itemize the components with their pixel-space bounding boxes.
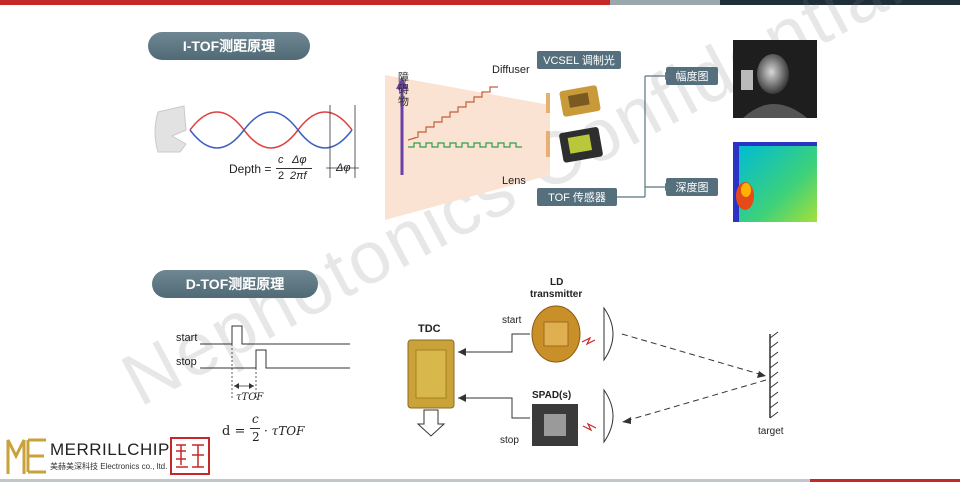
tx-lens: [603, 306, 614, 362]
depth-label: Depth =: [229, 162, 272, 176]
amplitude-tag: 幅度图: [666, 67, 718, 85]
outgoing-beam: [621, 333, 767, 377]
tau-label: τTOF: [236, 392, 264, 403]
stop-pulse: [200, 349, 350, 369]
start-line: [458, 333, 530, 353]
dtof-title: D-TOF测距原理: [152, 270, 318, 298]
dtof-system-diagram: [407, 305, 779, 446]
reflected-square-wave: [408, 142, 522, 148]
top-accent-bar: [0, 0, 960, 5]
emitted-square-wave: [407, 86, 498, 141]
itof-chips: [559, 85, 603, 163]
target-label: target: [758, 426, 784, 437]
lens-label: Lens: [502, 175, 526, 187]
bottom-divider: [0, 479, 960, 482]
stop-line: [458, 397, 530, 419]
returning-beam: [621, 379, 767, 423]
obstacle-label: 障碍物: [398, 72, 409, 108]
dtof-timing-diagram: [200, 325, 350, 398]
spad-label: SPAD(s): [532, 390, 572, 401]
seal-stamp: [170, 437, 210, 475]
depth-image: [733, 142, 817, 222]
fraction-bar: [276, 168, 312, 169]
lens-element: [546, 131, 550, 157]
output-connectors: [617, 72, 671, 198]
dphi-marker: Δφ: [336, 162, 351, 174]
stop-line-label: stop: [500, 435, 519, 446]
dtof-fraction-bar: [250, 428, 260, 429]
merrillchip-logo-icon: [6, 438, 46, 474]
start-pulse: [200, 325, 350, 345]
formula-c: c: [278, 154, 284, 166]
vcsel-tag: VCSEL 调制光: [537, 51, 621, 69]
start-label: start: [176, 332, 198, 344]
transmitter-label: transmitter: [530, 289, 583, 300]
brand-name: MERRILLCHIP: [50, 440, 170, 459]
depth-map-tag: 深度图: [666, 178, 718, 196]
formula-dphi: Δφ: [292, 154, 307, 166]
amplitude-image: [733, 40, 817, 118]
dtof-formula-c: c: [252, 412, 259, 426]
tdc-label: TDC: [418, 323, 441, 335]
diffuser-element: [546, 93, 550, 113]
diffuser-label: Diffuser: [492, 64, 530, 76]
itof-optics-diagram: [385, 75, 550, 220]
object-shape: [154, 105, 187, 153]
bottom-accent: [810, 479, 960, 482]
dtof-formula-two: 2: [252, 430, 260, 444]
ld-label: LD: [550, 277, 564, 288]
formula-two: 2: [278, 170, 285, 182]
itof-title: I-TOF测距原理: [148, 32, 310, 60]
formula-2pif: 2πf: [290, 170, 307, 182]
itof-waveform-diagram: [154, 105, 359, 178]
dtof-formula-d: d =: [222, 424, 246, 439]
dtof-formula-tau: · τTOF: [264, 424, 305, 438]
tdc-output-arrow: [416, 409, 446, 437]
tof-sensor-tag: TOF 传感器: [537, 188, 617, 206]
emitted-wave: [189, 111, 353, 149]
start-line-label: start: [502, 315, 522, 326]
stop-label: stop: [176, 356, 197, 368]
brand-sub: 美赫美深科技 Electronics co., ltd.: [50, 462, 168, 471]
reflected-wave: [189, 111, 353, 149]
rx-lens: [603, 388, 614, 444]
